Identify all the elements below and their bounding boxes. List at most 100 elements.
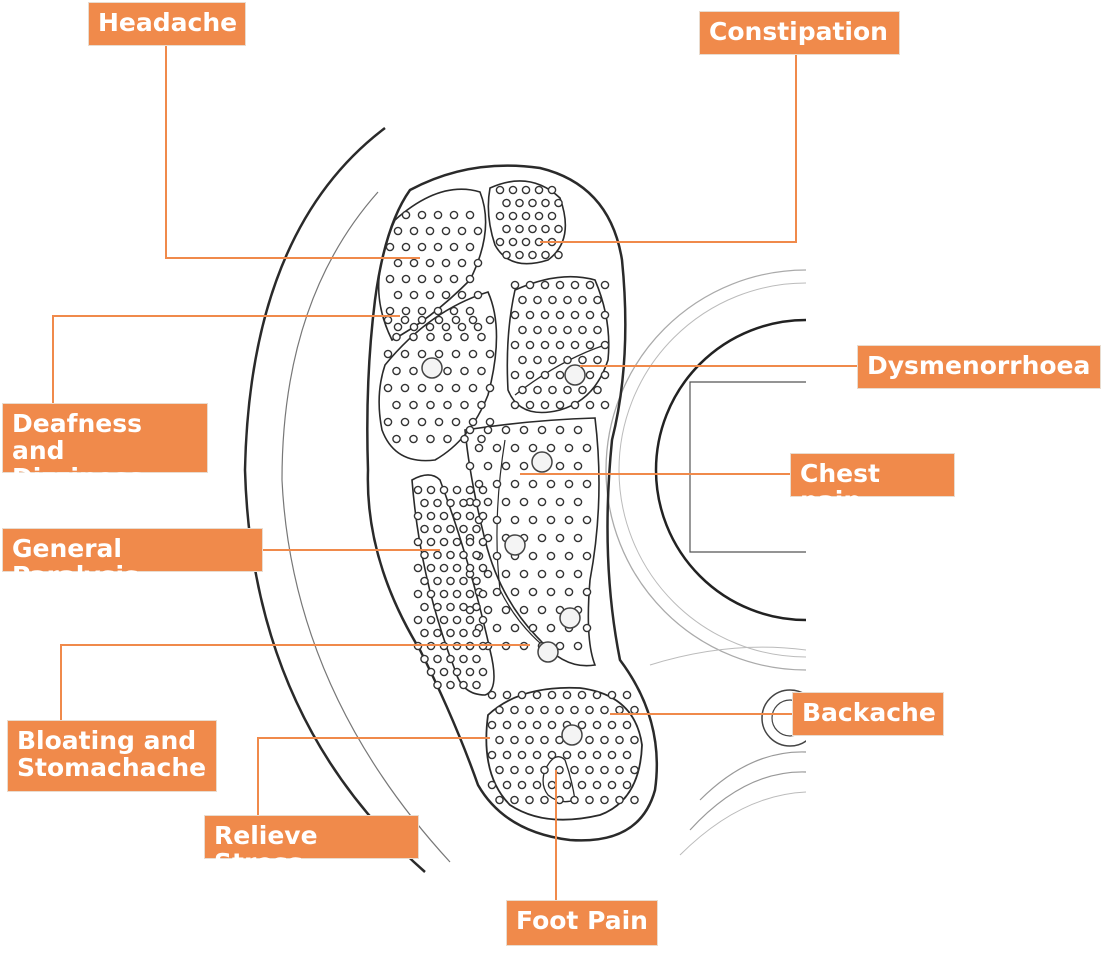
acupressure-nub (459, 602, 468, 612)
acupressure-nub (485, 383, 495, 393)
acupressure-nub (409, 290, 419, 300)
acupressure-nub (578, 355, 587, 365)
acupressure-nub (525, 280, 535, 290)
acupressure-nub (426, 537, 436, 547)
acupressure-nub (564, 587, 574, 597)
acupressure-nub (585, 340, 595, 350)
acupressure-nub (502, 720, 512, 730)
acupressure-nub (502, 198, 511, 208)
acupressure-nub (449, 242, 459, 252)
acupressure-nub (563, 295, 572, 305)
acupressure-nub (564, 515, 574, 525)
acupressure-nub (582, 551, 592, 561)
acupressure-nub (533, 325, 542, 335)
acupressure-nub (548, 385, 557, 395)
acupressure-nub (472, 654, 481, 664)
acupressure-nub (554, 224, 563, 234)
acupressure-nub (473, 258, 483, 268)
acupressure-nub (554, 250, 563, 260)
device-lower-arc-1 (699, 751, 806, 801)
label-general-paralysis: General Paralysis (2, 528, 263, 589)
acupressure-nub (400, 383, 410, 393)
acupressure-nub (532, 780, 542, 790)
label-bloating-stomachache: Bloating and Stomachache (7, 720, 217, 792)
acupressure-nub (433, 680, 442, 690)
acupressure-nub (600, 340, 610, 350)
acupressure-nub (528, 551, 538, 561)
acupressure-nub (540, 400, 550, 410)
acupressure-nub (555, 370, 565, 380)
acupressure-nub (607, 780, 617, 790)
acupressure-nub (473, 226, 483, 236)
acupressure-nub (501, 497, 511, 507)
acupressure-nub (492, 551, 502, 561)
acupressure-nub (465, 485, 475, 495)
acupressure-nub (392, 400, 401, 410)
acupressure-nub (577, 690, 587, 700)
acupressure-nub (519, 605, 529, 615)
acupressure-nub (564, 443, 574, 453)
acupressure-nub (600, 310, 610, 320)
acupressure-nub (433, 242, 443, 252)
leader-line-constipation (540, 55, 797, 243)
acupressure-nub (452, 615, 462, 625)
acupressure-nub (525, 705, 534, 715)
sole-toe-pad (487, 180, 567, 265)
acupressure-nub (540, 340, 550, 350)
magnet-stud (531, 451, 553, 473)
acupressure-nub (465, 306, 475, 316)
label-headache: Headache (88, 2, 246, 46)
acupressure-nub (426, 434, 435, 444)
acupressure-nub (517, 690, 527, 700)
acupressure-nub (425, 226, 435, 236)
acupressure-nub (452, 563, 462, 573)
acupressure-nub (426, 400, 435, 410)
acupressure-nub (540, 735, 549, 745)
acupressure-nub (593, 325, 602, 335)
acupressure-nub (525, 735, 534, 745)
acupressure-nub (555, 461, 565, 471)
acupressure-nub (515, 250, 524, 260)
magnet-stud (421, 357, 443, 379)
acupressure-nub (510, 515, 520, 525)
acupressure-nub (548, 355, 557, 365)
acupressure-nub (532, 750, 542, 760)
acupressure-nub (426, 511, 436, 521)
acupressure-nub (570, 400, 580, 410)
device-body (243, 127, 806, 873)
acupressure-nub (540, 765, 549, 775)
acupressure-nub (582, 479, 592, 489)
acupressure-nub (593, 355, 602, 365)
acupressure-nub (459, 524, 468, 534)
acupressure-nub (385, 242, 395, 252)
acupressure-nub (420, 576, 429, 586)
acupressure-nub (487, 750, 497, 760)
acupressure-nub (607, 690, 617, 700)
acupressure-nub (383, 417, 393, 427)
acupressure-nub (540, 370, 550, 380)
acupressure-nub (487, 690, 497, 700)
acupressure-nub (622, 720, 632, 730)
magnet-stud (564, 364, 586, 386)
acupressure-nub (510, 370, 520, 380)
acupressure-nub (441, 226, 451, 236)
acupressure-nub (409, 366, 418, 376)
acupressure-nub (383, 383, 393, 393)
sole-upper-right-pad (506, 275, 610, 414)
device-display-window (689, 381, 806, 553)
magnet-stud (537, 641, 559, 663)
acupressure-nub (555, 425, 565, 435)
acupressure-nub (478, 563, 488, 573)
acupressure-nub (525, 310, 535, 320)
acupressure-nub (492, 623, 502, 633)
acupressure-nub (540, 280, 550, 290)
sole-heel-pad (485, 686, 643, 821)
device-knob-outer (761, 689, 806, 747)
acupressure-nub (600, 795, 609, 805)
acupressure-nub (582, 623, 592, 633)
acupressure-nub (483, 425, 493, 435)
device-center-ring (654, 318, 806, 622)
acupressure-nub (420, 602, 429, 612)
acupressure-nub (487, 780, 497, 790)
acupressure-nub (478, 537, 488, 547)
